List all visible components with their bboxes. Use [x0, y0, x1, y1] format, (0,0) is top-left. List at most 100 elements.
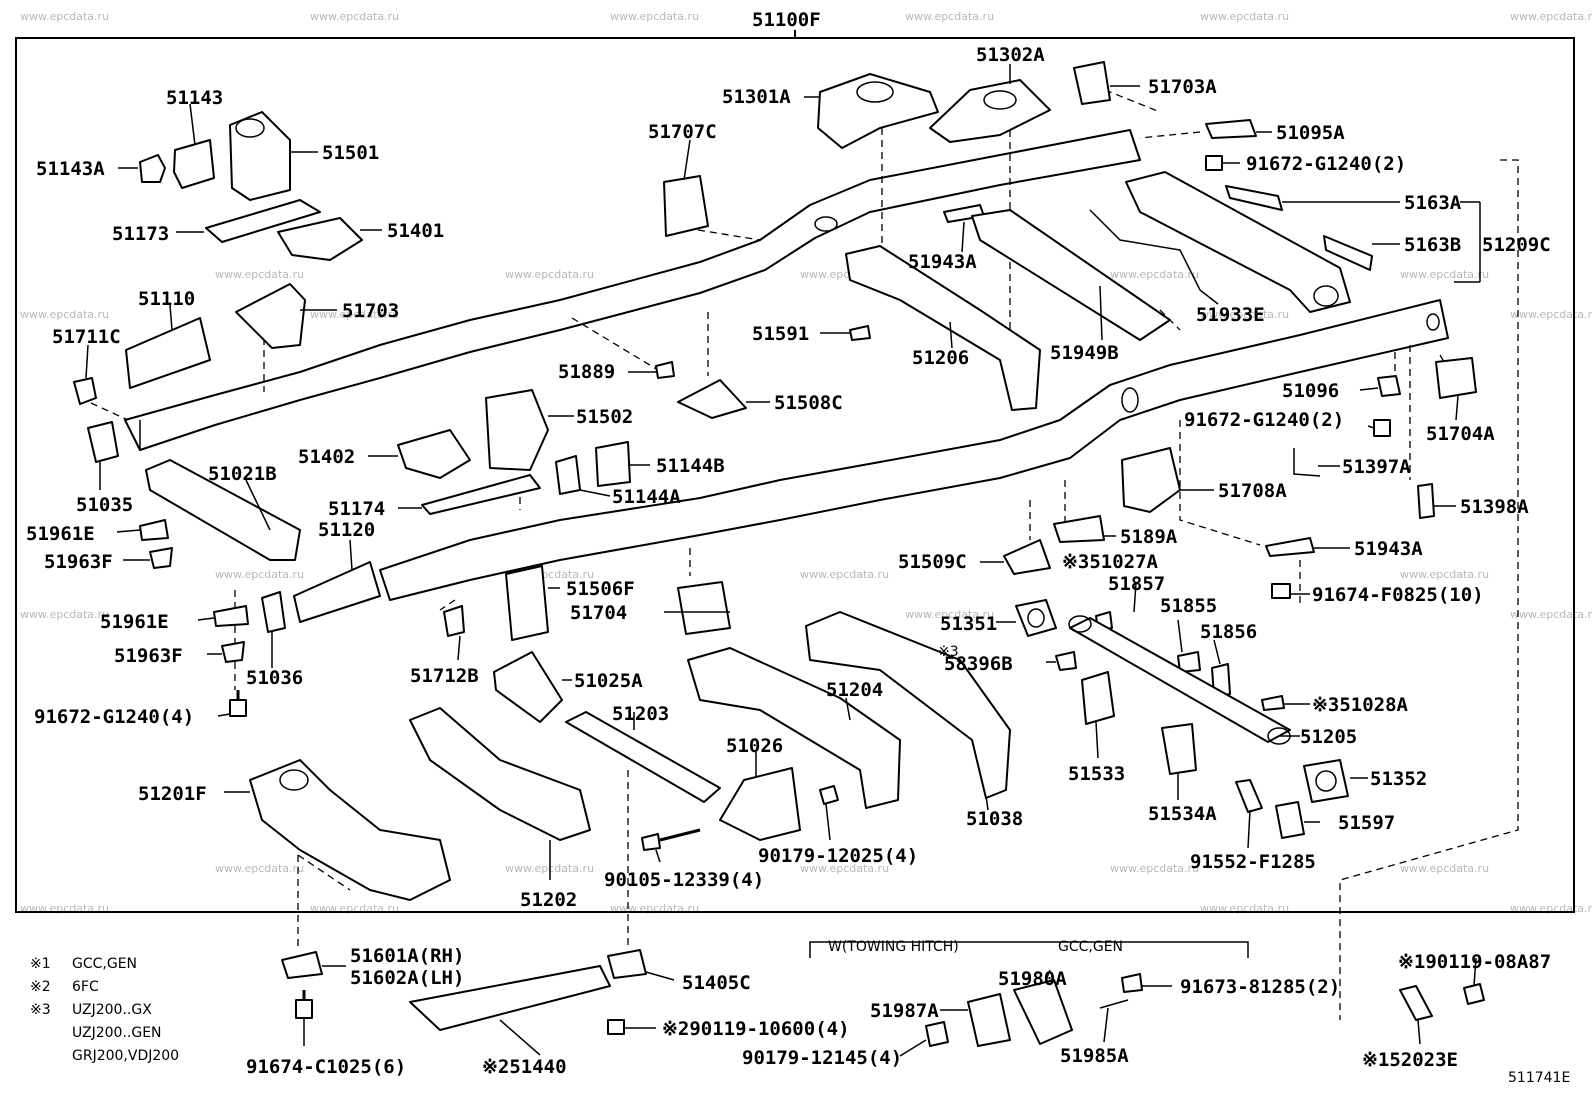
label-51205[interactable]: 51205 — [1300, 726, 1357, 748]
label-51351[interactable]: 51351 — [940, 613, 997, 635]
watermarks: www.epcdata.ru www.epcdata.ru www.epcdat… — [20, 10, 1592, 915]
label-51501[interactable]: 51501 — [322, 142, 379, 164]
label-51036[interactable]: 51036 — [246, 667, 303, 689]
label-51209C[interactable]: 51209C — [1482, 234, 1551, 256]
label-51038[interactable]: 51038 — [966, 808, 1023, 830]
label-51143[interactable]: 51143 — [166, 87, 223, 109]
label-51533[interactable]: 51533 — [1068, 763, 1125, 785]
label-51704[interactable]: 51704 — [570, 602, 627, 624]
label-51202[interactable]: 51202 — [520, 889, 577, 911]
label-51708A[interactable]: 51708A — [1218, 480, 1287, 502]
part-51025A-icon — [493, 651, 563, 723]
label-51602A[interactable]: 51602A(LH) — [350, 967, 464, 989]
label-51203[interactable]: 51203 — [612, 703, 669, 725]
part-5163A-icon — [1225, 185, 1283, 211]
label-51963F-2[interactable]: 51963F — [114, 645, 183, 667]
label-51025A[interactable]: 51025A — [574, 670, 643, 692]
label-90105-12339[interactable]: 90105-12339(4) — [604, 869, 764, 891]
label-51712B[interactable]: 51712B — [410, 665, 479, 687]
label-90119-08A87[interactable]: ※190119-08A87 — [1398, 951, 1551, 973]
label-51201F[interactable]: 51201F — [138, 783, 207, 805]
label-51028A[interactable]: ※351028A — [1312, 694, 1409, 716]
label-90119-10600[interactable]: ※290119-10600(4) — [662, 1018, 850, 1040]
label-51597[interactable]: 51597 — [1338, 812, 1395, 834]
label-51889[interactable]: 51889 — [558, 361, 615, 383]
label-5189A[interactable]: 5189A — [1120, 526, 1178, 548]
label-51021B[interactable]: 51021B — [208, 463, 277, 485]
svg-text:6FC: 6FC — [72, 979, 99, 995]
label-51703[interactable]: 51703 — [342, 300, 399, 322]
label-51943A-2[interactable]: 51943A — [1354, 538, 1423, 560]
svg-text:www.epcdata.ru: www.epcdata.ru — [20, 902, 109, 915]
part-51961E-icon — [139, 519, 169, 541]
label-91672-G1240-4[interactable]: 91672-G1240(4) — [34, 706, 194, 728]
label-90179-12025[interactable]: 90179-12025(4) — [758, 845, 918, 867]
label-91672-G1240-2b[interactable]: 91672-G1240(2) — [1184, 409, 1344, 431]
label-51174[interactable]: 51174 — [328, 498, 385, 520]
label-51601A[interactable]: 51601A(RH) — [350, 945, 464, 967]
label-51509C[interactable]: 51509C — [898, 551, 967, 573]
bolt-91672-c-icon — [1373, 419, 1391, 437]
label-51405C[interactable]: 51405C — [682, 972, 751, 994]
part-51095A-icon — [1205, 119, 1257, 139]
label-51961E-2[interactable]: 51961E — [100, 611, 169, 633]
label-51352[interactable]: 51352 — [1370, 768, 1427, 790]
label-51704A[interactable]: 51704A — [1426, 423, 1495, 445]
label-91674-F0825[interactable]: 91674-F0825(10) — [1312, 584, 1484, 606]
label-51502[interactable]: 51502 — [576, 406, 633, 428]
label-51144A[interactable]: 51144A — [612, 486, 681, 508]
label-51440[interactable]: ※251440 — [482, 1056, 567, 1078]
label-51534A[interactable]: 51534A — [1148, 803, 1217, 825]
label-51591[interactable]: 51591 — [752, 323, 809, 345]
label-51301A[interactable]: 51301A — [722, 86, 791, 108]
label-51204[interactable]: 51204 — [826, 679, 883, 701]
label-51508C[interactable]: 51508C — [774, 392, 843, 414]
label-51401[interactable]: 51401 — [387, 220, 444, 242]
label-51095A[interactable]: 51095A — [1276, 122, 1345, 144]
label-51206[interactable]: 51206 — [912, 347, 969, 369]
label-91673-81285[interactable]: 91673-81285(2) — [1180, 976, 1340, 998]
label-5163B[interactable]: 5163B — [1404, 234, 1461, 256]
label-58396B[interactable]: 58396B — [944, 653, 1013, 675]
label-51949B[interactable]: 51949B — [1050, 342, 1119, 364]
label-51855[interactable]: 51855 — [1160, 595, 1217, 617]
svg-text:www.epcdata.ru: www.epcdata.ru — [20, 10, 109, 23]
label-51933E[interactable]: 51933E — [1196, 304, 1265, 326]
label-51173[interactable]: 51173 — [112, 223, 169, 245]
label-51110[interactable]: 51110 — [138, 288, 195, 310]
label-51711C[interactable]: 51711C — [52, 326, 121, 348]
label-91674-C1025[interactable]: 91674-C1025(6) — [246, 1056, 406, 1078]
label-90179-12145[interactable]: 90179-12145(4) — [742, 1047, 902, 1069]
part-51201F-icon — [249, 759, 451, 901]
label-51857[interactable]: 51857 — [1108, 573, 1165, 595]
label-51096[interactable]: 51096 — [1282, 380, 1339, 402]
svg-text:www.epcdata.ru: www.epcdata.ru — [1200, 902, 1289, 915]
label-51402[interactable]: 51402 — [298, 446, 355, 468]
label-51026[interactable]: 51026 — [726, 735, 783, 757]
label-51707C[interactable]: 51707C — [648, 121, 717, 143]
label-51302A[interactable]: 51302A — [976, 44, 1045, 66]
label-51035[interactable]: 51035 — [76, 494, 133, 516]
label-51397A[interactable]: 51397A — [1342, 456, 1411, 478]
label-5163A[interactable]: 5163A — [1404, 192, 1462, 214]
svg-text:www.epcdata.ru: www.epcdata.ru — [310, 308, 399, 321]
label-51961E-1[interactable]: 51961E — [26, 523, 95, 545]
label-91672-G1240-2a[interactable]: 91672-G1240(2) — [1246, 153, 1406, 175]
part-51402-icon — [397, 429, 471, 479]
label-51120[interactable]: 51120 — [318, 519, 375, 541]
label-51144B[interactable]: 51144B — [656, 455, 725, 477]
label-91552-F1285[interactable]: 91552-F1285 — [1190, 851, 1316, 873]
label-51398A[interactable]: 51398A — [1460, 496, 1529, 518]
label-51703A[interactable]: 51703A — [1148, 76, 1217, 98]
label-51985A[interactable]: 51985A — [1060, 1045, 1129, 1067]
svg-text:www.epcdata.ru: www.epcdata.ru — [1110, 268, 1199, 281]
label-51980A[interactable]: 51980A — [998, 968, 1067, 990]
label-51027A[interactable]: ※351027A — [1062, 551, 1159, 573]
label-52023E[interactable]: ※152023E — [1362, 1049, 1458, 1071]
label-51987A[interactable]: 51987A — [870, 1000, 939, 1022]
label-51506F[interactable]: 51506F — [566, 578, 635, 600]
label-51856[interactable]: 51856 — [1200, 621, 1257, 643]
label-51943A-1[interactable]: 51943A — [908, 251, 977, 273]
label-51963F-1[interactable]: 51963F — [44, 551, 113, 573]
label-51143A[interactable]: 51143A — [36, 158, 105, 180]
